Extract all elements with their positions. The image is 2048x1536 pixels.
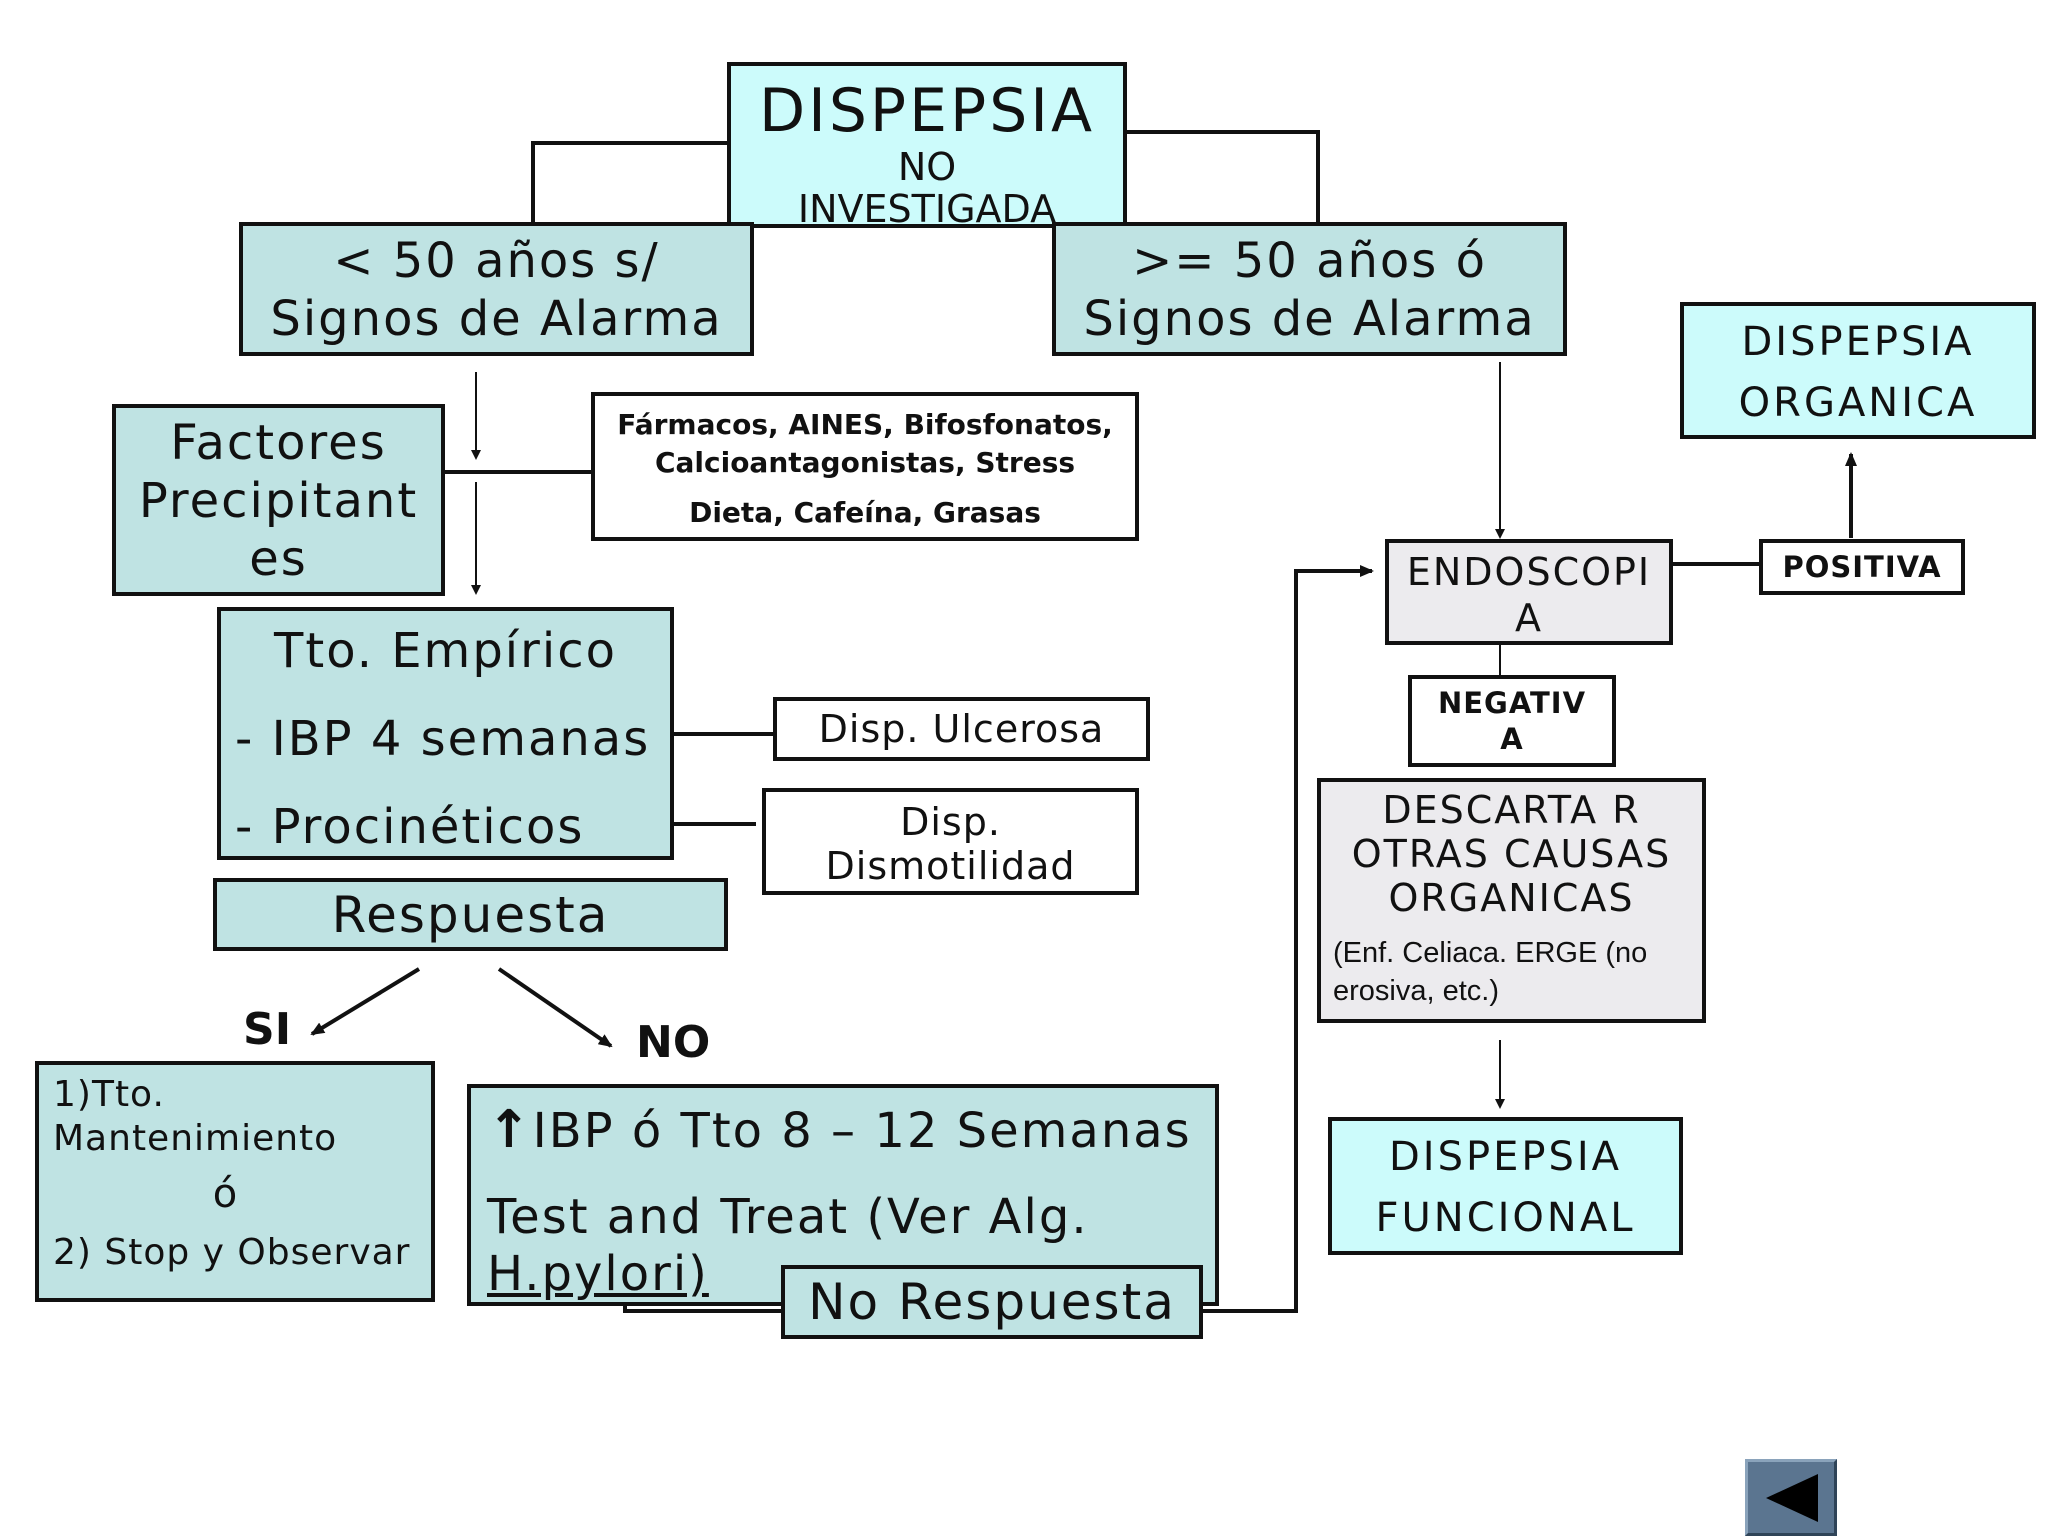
positiva-label: POSITIVA [1782,550,1942,584]
right-branch-line2: Signos de Alarma [1083,291,1536,347]
left-branch-line2: Signos de Alarma [270,291,723,347]
back-button[interactable] [1745,1459,1837,1536]
descartar-line3: ORGANICAS [1388,876,1635,920]
arrow-no [497,967,613,1048]
si-box-line4: 2) Stop y Observar [53,1232,411,1273]
descartar-line2: OTRAS CAUSAS [1351,832,1672,876]
tto-empirico-item1: - IBP 4 semanas [235,711,651,767]
dispepsia-organica-box: DISPEPSIA ORGANICA [1680,302,2036,439]
factores-line3: es [249,531,308,587]
no-box-line3: H.pylori) [487,1246,709,1302]
dispepsia-funcional-line1: DISPEPSIA [1388,1134,1623,1180]
descartar-box: DESCARTA R OTRAS CAUSAS ORGANICAS (Enf. … [1317,778,1706,1023]
descartar-line1: DESCARTA R [1382,788,1641,832]
no-box-line2: Test and Treat (Ver Alg. [487,1189,1089,1245]
si-box-line3: ó [212,1171,238,1217]
right-branch-box: >= 50 años ó Signos de Alarma [1052,222,1567,356]
si-box-line2: Mantenimiento [53,1118,338,1159]
no-respuesta-label: No Respuesta [808,1273,1176,1331]
left-branch-box: < 50 años s/ Signos de Alarma [239,222,754,356]
arrow-si [310,967,421,1036]
disp-dismotilidad-box: Disp. Dismotilidad [762,788,1139,895]
si-box-line1: 1)Tto. [53,1074,165,1115]
connector-noresp-endoscopia [1202,565,1374,1313]
endoscopia-line2: A [1515,596,1543,640]
no-box-line1: IBP ó Tto 8 – 12 Semanas [532,1103,1192,1159]
no-label: NO [636,1017,711,1068]
no-box-row1: ↑IBP ó Tto 8 – 12 Semanas [471,1100,1215,1161]
factores-line2: Precipitant [138,473,419,529]
right-branch-line1: >= 50 años ó [1132,233,1487,289]
respuesta-box: Respuesta [213,878,728,951]
factores-detail-box: Fármacos, AINES, Bifosfonatos, Calcioant… [591,392,1139,541]
dispepsia-organica-line1: DISPEPSIA [1741,319,1975,365]
no-respuesta-box: No Respuesta [781,1265,1203,1339]
endoscopia-box: ENDOSCOPI A [1385,539,1673,645]
tto-empirico-title: Tto. Empírico [274,623,617,679]
descartar-note2: erosiva, etc.) [1333,975,1499,1007]
respuesta-label: Respuesta [331,886,610,944]
connector-main-right [1127,130,1320,222]
disp-ulcerosa-box: Disp. Ulcerosa [773,697,1150,761]
tto-empirico-item2: - Procinéticos [235,799,585,855]
descartar-note1: (Enf. Celiaca. ERGE (no [1333,937,1648,969]
main-title-box: DISPEPSIA NO INVESTIGADA [727,62,1127,231]
positiva-box: POSITIVA [1759,539,1965,595]
disp-ulcerosa-label: Disp. Ulcerosa [818,707,1105,751]
connector-main-left [531,141,727,222]
si-label: SI [243,1004,292,1055]
dispepsia-funcional-line2: FUNCIONAL [1375,1195,1636,1241]
disp-dismotilidad-line2: Dismotilidad [825,844,1076,888]
factores-line1: Factores [170,415,387,471]
factores-detail-line3: Dieta, Cafeína, Grasas [689,496,1041,529]
negativa-line2: A [1500,722,1524,756]
main-title: DISPEPSIA [758,76,1096,146]
si-box: 1)Tto. Mantenimiento ó 2) Stop y Observa… [35,1061,435,1302]
factores-box: Factores Precipitant es [112,404,445,596]
factores-detail-line1: Fármacos, AINES, Bifosfonatos, [617,408,1113,441]
negativa-line1: NEGATIV [1437,686,1587,720]
left-branch-line1: < 50 años s/ [333,233,660,289]
main-subtitle-2: INVESTIGADA [797,187,1057,231]
disp-dismotilidad-line1: Disp. [900,800,1001,844]
main-subtitle-1: NO [897,145,957,189]
negativa-box: NEGATIV A [1408,675,1616,767]
factores-detail-line2: Calcioantagonistas, Stress [654,446,1076,479]
up-arrow-icon: ↑ [487,1100,533,1160]
back-triangle-icon [1766,1474,1818,1522]
tto-empirico-box: Tto. Empírico - IBP 4 semanas - Procinét… [217,607,674,860]
endoscopia-line1: ENDOSCOPI [1406,550,1652,594]
dispepsia-organica-line2: ORGANICA [1738,380,1978,426]
dispepsia-funcional-box: DISPEPSIA FUNCIONAL [1328,1117,1683,1255]
